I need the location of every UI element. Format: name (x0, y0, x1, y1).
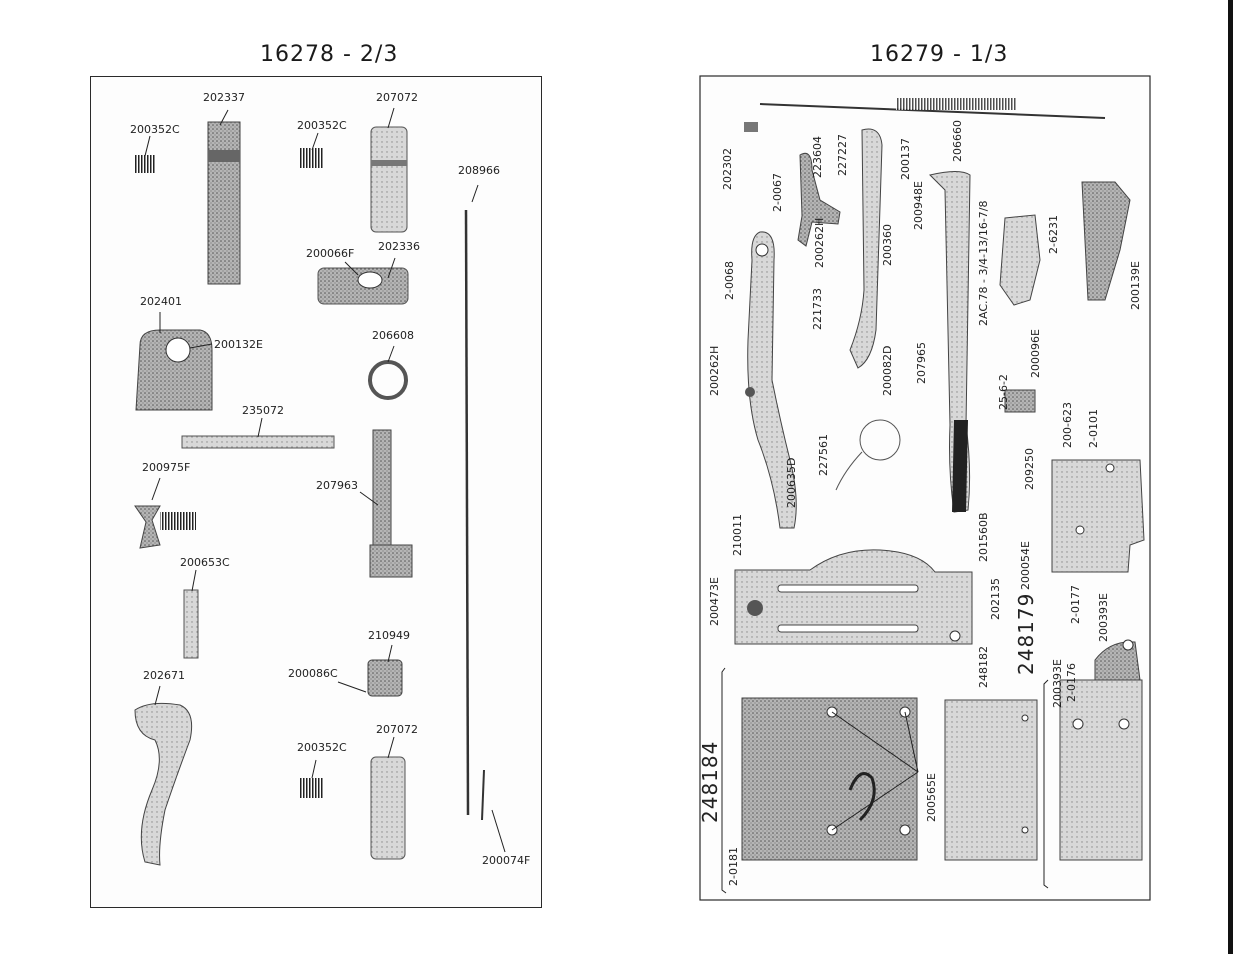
group-brackets (721, 667, 1049, 894)
label-200-623: 200-623 (1061, 402, 1074, 448)
label-200393e-a: 200393E (1097, 593, 1110, 642)
label-202135: 202135 (989, 578, 1002, 620)
label-2-0068: 2-0068 (723, 261, 736, 300)
part-2-0068-lever (745, 231, 797, 529)
right-page-title: 16279 - 1/3 (870, 42, 1009, 67)
part-210011-slide-plate (734, 549, 973, 645)
part-248184-plate (741, 697, 919, 861)
part-210949-collar (337, 644, 403, 697)
part-foot-assembly (999, 214, 1041, 306)
part-207072-b (370, 736, 406, 860)
label-207965: 207965 (915, 342, 928, 384)
label-227561: 227561 (817, 434, 830, 476)
label-200473e: 200473E (708, 577, 721, 626)
left-page-title: 16278 - 2/3 (260, 42, 399, 67)
label-2-0177: 2-0177 (1069, 585, 1082, 624)
part-248179-plate (1059, 639, 1143, 861)
label-227227: 227227 (836, 134, 849, 176)
label-200975f: 200975F (142, 461, 191, 474)
label-206608: 206608 (372, 329, 414, 342)
part-207072-a (370, 107, 408, 233)
label-206660: 206660 (951, 120, 964, 162)
label-25-6-2: 25-6-2 (997, 374, 1010, 410)
part-227561-spring (835, 419, 901, 491)
label-210011: 210011 (731, 514, 744, 556)
label-235072: 235072 (242, 404, 284, 417)
part-208966-rod (464, 184, 479, 816)
label-200635d: 200635D (785, 457, 798, 508)
right-edge-bar (1228, 0, 1233, 954)
label-202336: 202336 (378, 240, 420, 253)
label-2-0176: 2-0176 (1065, 663, 1078, 702)
label-201560b: 201560B (977, 512, 990, 562)
label-200352c-c: 200352C (297, 741, 347, 754)
part-206608-ring (368, 345, 408, 400)
label-202401: 202401 (140, 295, 182, 308)
label-2-0181: 2-0181 (727, 847, 740, 886)
part-202302-rod (744, 98, 1106, 132)
part-2-6231-block (1081, 181, 1131, 301)
part-200653c-stud (183, 569, 199, 659)
label-200137: 200137 (899, 138, 912, 180)
label-202302: 202302 (721, 148, 734, 190)
label-210949: 210949 (368, 629, 410, 642)
label-2ac78: 2AC.78 - 3/4-13/16-7/8 (977, 200, 990, 326)
label-207072-a: 207072 (376, 91, 418, 104)
label-200066f: 200066F (306, 247, 355, 260)
part-2-0101-plate (1051, 459, 1145, 573)
label-208966: 208966 (458, 164, 500, 177)
label-202337: 202337 (203, 91, 245, 104)
label-200262h-b: 200262H (708, 345, 721, 396)
part-200066f-202336 (317, 257, 409, 305)
label-200074f: 200074F (482, 854, 531, 867)
label-200948e: 200948E (912, 181, 925, 230)
part-200975f-thumbscrew (134, 477, 196, 549)
label-2-0101: 2-0101 (1087, 409, 1100, 448)
label-200262h-a: 200262H (813, 217, 826, 268)
label-207072-b: 207072 (376, 723, 418, 736)
part-202337 (207, 109, 241, 285)
label-223604: 223604 (811, 136, 824, 178)
part-screw-200352c-b (300, 132, 324, 168)
label-200360: 200360 (881, 224, 894, 266)
label-200352c-b: 200352C (297, 119, 347, 132)
label-200054e: 200054E (1019, 541, 1032, 590)
part-202671-lever (134, 685, 193, 866)
part-screw-200352c-a (134, 135, 156, 173)
part-2-0067-bracket (797, 152, 841, 247)
part-202401-block (135, 312, 213, 411)
label-209250: 209250 (1023, 448, 1036, 490)
label-202671: 202671 (143, 669, 185, 682)
part-25-6-2-clamp (1004, 389, 1036, 413)
part-screw-200352c-c (300, 759, 324, 798)
label-2-0067: 2-0067 (771, 173, 784, 212)
label-200082d: 200082D (881, 345, 894, 396)
part-235072-pin (181, 417, 335, 449)
label-200132e: 200132E (214, 338, 263, 351)
label-200653c: 200653C (180, 556, 230, 569)
label-248179: 248179 (1014, 592, 1038, 675)
label-221733: 221733 (811, 288, 824, 330)
part-207963 (359, 429, 413, 578)
label-207963: 207963 (316, 479, 358, 492)
label-248182: 248182 (977, 646, 990, 688)
part-248182-plate (944, 699, 1038, 861)
label-248184: 248184 (698, 740, 722, 823)
label-200096e: 200096E (1029, 329, 1042, 378)
label-200352c-a: 200352C (130, 123, 180, 136)
part-207965-arm (929, 171, 971, 513)
label-200393e-b: 200393E (1051, 659, 1064, 708)
label-2-6231: 2-6231 (1047, 215, 1060, 254)
label-200086c: 200086C (288, 667, 338, 680)
label-200565e: 200565E (925, 773, 938, 822)
label-200139e: 200139E (1129, 261, 1142, 310)
part-227227-bar (849, 128, 883, 369)
part-200074f-needle (481, 769, 506, 853)
